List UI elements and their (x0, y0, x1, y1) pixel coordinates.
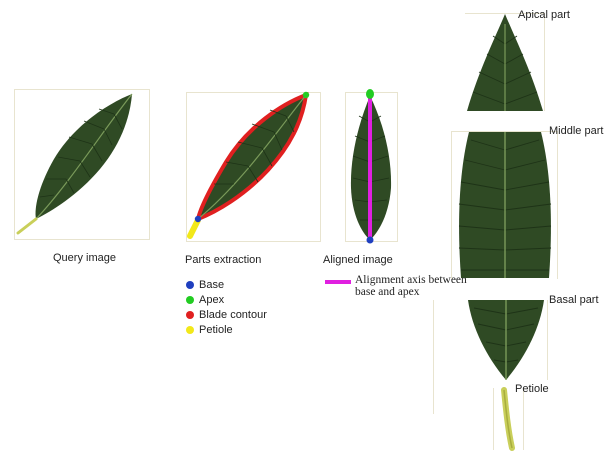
apical-part-label: Apical part (518, 9, 570, 21)
petiole-label: Petiole (515, 383, 549, 395)
query-leaf (14, 89, 150, 240)
base-dot-icon (186, 281, 194, 289)
aligned-leaf (345, 92, 398, 242)
middle-frame-right (557, 131, 558, 279)
legend-petiole-label: Petiole (199, 324, 233, 336)
legend-blade-contour-label: Blade contour (199, 309, 267, 321)
petiole-frame-right (523, 388, 524, 450)
legend-base-label: Base (199, 279, 224, 291)
aligned-image-caption: Aligned image (323, 254, 393, 266)
apical-part-leaf (465, 14, 545, 111)
legend-apex-label: Apex (199, 294, 224, 306)
middle-frame-left (451, 131, 452, 279)
legend-blade-contour: Blade contour (186, 309, 267, 321)
legend-base: Base (186, 279, 224, 291)
basal-frame-right (547, 300, 548, 380)
middle-part-leaf (453, 132, 557, 278)
middle-part-label: Middle part (549, 125, 603, 137)
blade-contour-dot-icon (186, 311, 194, 319)
parts-leaf (186, 92, 321, 242)
basal-part-leaf (466, 300, 546, 380)
basal-part-label: Basal part (549, 294, 599, 306)
query-image-caption: Query image (53, 252, 116, 264)
parts-extraction-caption: Parts extraction (185, 254, 261, 266)
legend-petiole: Petiole (186, 324, 233, 336)
petiole-segment (494, 390, 523, 450)
apex-dot-icon (186, 296, 194, 304)
legend-apex: Apex (186, 294, 224, 306)
petiole-dot-icon (186, 326, 194, 334)
basal-frame-left (433, 300, 434, 414)
alignment-axis-swatch (325, 280, 351, 284)
